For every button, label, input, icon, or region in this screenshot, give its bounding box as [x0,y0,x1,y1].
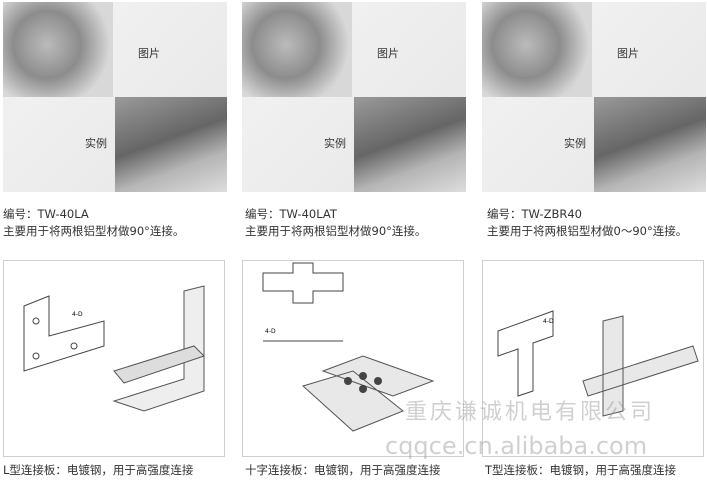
product-photo [242,2,352,97]
photo-label: 图片 [138,47,160,60]
example-label: 实例 [564,137,586,150]
photo-label: 图片 [377,47,399,60]
product-info: 编号：TW-40LA 主要用于将两根铝型材做90°连接。 [3,206,184,240]
dim-label: 4-D [543,318,554,325]
product-card-tw-zbr40: 图片 实例 [482,2,706,192]
plate-caption: 十字连接板：电镀钢，用于高强度连接 [245,463,441,477]
product-desc: 主要用于将两根铝型材做90°连接。 [245,224,427,238]
product-code: 编号：TW-ZBR40 [487,207,582,221]
product-card-tw-40lat: 图片 实例 [242,2,466,192]
product-code: 编号：TW-40LA [3,207,89,221]
t-plate-drawing: 4-D [482,260,704,457]
cross-plate-diagram: 4-D [262,262,435,432]
photo-label: 图片 [617,47,639,60]
product-desc: 主要用于将两根铝型材做0～90°连接。 [487,224,688,238]
product-desc: 主要用于将两根铝型材做90°连接。 [3,224,185,238]
l-plate-drawing: 4-D [3,260,225,457]
product-card-tw-40la: 图片 实例 [3,2,227,192]
dim-label: 4-D [265,328,276,335]
product-info: 编号：TW-40LAT 主要用于将两根铝型材做90°连接。 [245,206,426,240]
product-info: 编号：TW-ZBR40 主要用于将两根铝型材做0～90°连接。 [487,206,687,240]
watermark-company: 重庆谦诚机电有限公司 [405,400,656,425]
plate-caption: T型连接板：电镀钢，用于高强度连接 [485,463,677,477]
example-label: 实例 [85,137,107,150]
example-photo [594,97,706,192]
l-plate-diagram: 4-D [23,285,205,412]
watermark-site: cqqce.cn.alibaba.com [385,432,648,460]
product-photo [482,2,592,97]
plate-caption: L型连接板：电镀钢，用于高强度连接 [3,463,194,477]
dim-label: 4-D [72,311,83,318]
cross-plate-drawing: 4-D [242,260,464,457]
product-photo [3,2,113,97]
example-photo [354,97,466,192]
t-plate-diagram: 4-D [497,310,699,417]
product-code: 编号：TW-40LAT [245,207,337,221]
example-label: 实例 [324,137,346,150]
example-photo [115,97,227,192]
